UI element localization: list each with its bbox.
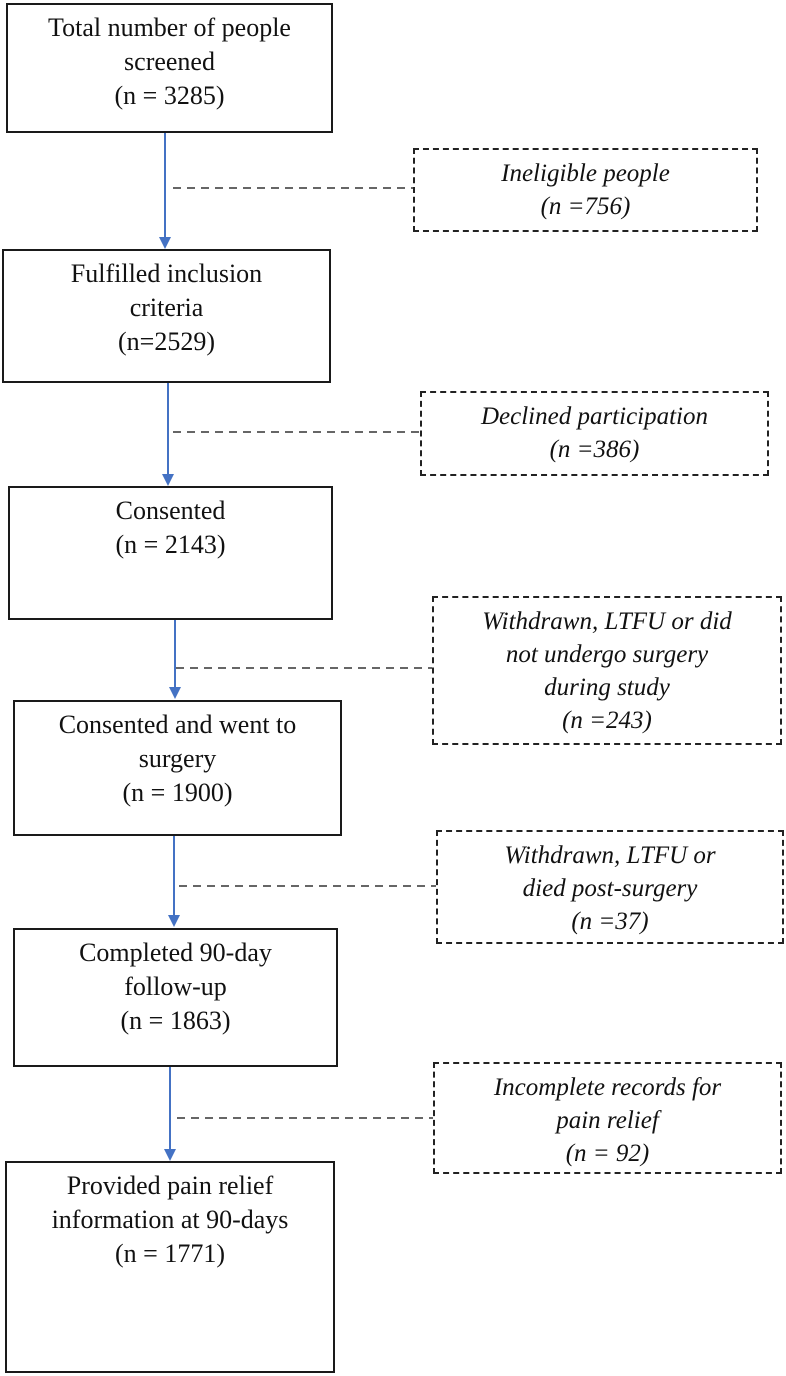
- exclusion-withdrawn-surgery-line-2: not undergo surgery: [505, 641, 709, 668]
- exclusion-withdrawn-surgery-line-4: (n =243): [562, 707, 652, 734]
- box-screened-line-3: (n = 3285): [114, 81, 225, 110]
- box-followup-line-1: Completed 90-day: [79, 938, 272, 967]
- exclusion-ineligible-line-1: Ineligible people: [501, 160, 670, 187]
- box-followup-line-2: follow-up: [124, 972, 227, 1001]
- exclusion-withdrawn-surgery-line-1: Withdrawn, LTFU or did: [482, 608, 732, 635]
- box-consented: Consented (n = 2143): [8, 486, 333, 620]
- box-inclusion-line-2: criteria: [129, 293, 204, 322]
- exclusion-withdrawn-surgery-line-3: during study: [544, 674, 670, 701]
- exclusion-post-surgery-line-2: died post-surgery: [522, 875, 698, 902]
- box-consented-line-2: (n = 2143): [115, 530, 226, 559]
- exclusion-post-surgery-line-3: (n =37): [571, 908, 649, 935]
- exclusion-incomplete: Incomplete records for pain relief (n = …: [433, 1062, 782, 1174]
- exclusion-post-surgery-line-1: Withdrawn, LTFU or: [504, 842, 716, 869]
- box-screened: Total number of people screened (n = 328…: [6, 3, 333, 133]
- box-inclusion-line-1: Fulfilled inclusion: [70, 259, 263, 288]
- exclusion-withdrawn-surgery: Withdrawn, LTFU or did not undergo surge…: [432, 596, 782, 745]
- box-surgery: Consented and went to surgery (n = 1900): [13, 700, 342, 836]
- box-pain-relief-line-1: Provided pain relief: [66, 1171, 274, 1200]
- exclusion-ineligible: Ineligible people (n =756): [413, 148, 758, 232]
- box-consented-line-1: Consented: [115, 496, 226, 525]
- box-surgery-line-3: (n = 1900): [122, 778, 233, 807]
- box-followup-line-3: (n = 1863): [120, 1006, 231, 1035]
- exclusion-ineligible-line-2: (n =756): [540, 193, 631, 220]
- exclusion-incomplete-line-1: Incomplete records for: [493, 1074, 722, 1101]
- box-pain-relief: Provided pain relief information at 90-d…: [5, 1161, 335, 1373]
- box-screened-line-2: screened: [124, 47, 215, 76]
- box-inclusion: Fulfilled inclusion criteria (n=2529): [2, 249, 331, 383]
- box-inclusion-line-3: (n=2529): [118, 327, 215, 356]
- box-surgery-line-1: Consented and went to: [58, 710, 297, 739]
- exclusion-incomplete-line-3: (n = 92): [565, 1140, 650, 1167]
- box-screened-line-1: Total number of people: [48, 13, 291, 42]
- box-pain-relief-line-3: (n = 1771): [115, 1239, 225, 1268]
- exclusion-incomplete-line-2: pain relief: [556, 1107, 659, 1134]
- exclusion-declined-line-1: Declined participation: [480, 403, 709, 430]
- exclusion-declined-line-2: (n =386): [549, 436, 640, 463]
- box-followup: Completed 90-day follow-up (n = 1863): [13, 928, 338, 1067]
- exclusion-declined: Declined participation (n =386): [420, 391, 769, 476]
- box-surgery-line-2: surgery: [138, 744, 217, 773]
- box-pain-relief-line-2: information at 90-days: [51, 1205, 289, 1234]
- exclusion-post-surgery: Withdrawn, LTFU or died post-surgery (n …: [436, 830, 784, 944]
